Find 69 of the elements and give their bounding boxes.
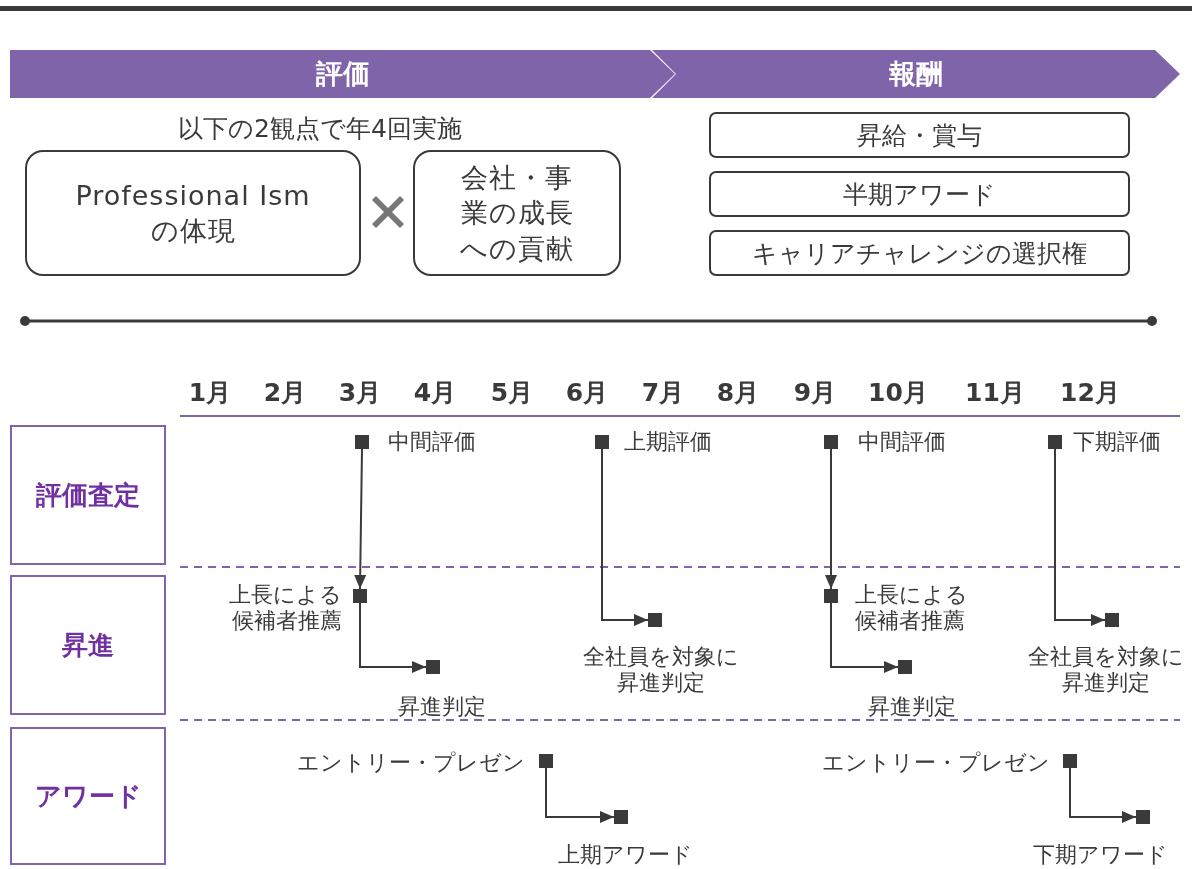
lane-header-box: [10, 727, 166, 865]
milestone-marker: [353, 589, 367, 603]
arrow: [1069, 767, 1137, 823]
arrow: [1054, 448, 1106, 626]
band-title: 報酬: [889, 57, 943, 91]
milestone-marker: [355, 435, 369, 449]
milestone-marker: [614, 810, 628, 824]
month-label: 2月: [263, 377, 307, 409]
milestone-marker: [1136, 810, 1150, 824]
rounded-box: [25, 150, 361, 276]
box-text: 会社・事業の成長への貢献: [459, 161, 575, 266]
milestone-marker: [648, 613, 662, 627]
rounded-box: [709, 230, 1130, 276]
month-label: 8月: [716, 377, 760, 409]
milestone-marker: [824, 435, 838, 449]
month-label: 3月: [338, 377, 382, 409]
event-label: 上長による候補者推薦: [228, 582, 342, 635]
box-text: キャリアチャレンジの選択権: [752, 237, 1087, 270]
milestone-marker: [426, 660, 440, 674]
event-label: 昇進判定: [397, 694, 487, 721]
lane-header-box: [10, 575, 166, 715]
box-text: Professional Ism の体現: [74, 178, 312, 248]
chevron-band: [652, 50, 1180, 98]
chevron-band: [10, 50, 675, 98]
band-title: 評価: [315, 57, 370, 91]
month-label: 1月: [188, 377, 232, 409]
event-label: 全社員を対象に昇進判定: [582, 644, 740, 697]
arrow: [545, 767, 615, 823]
event-label: 昇進判定: [867, 694, 957, 721]
event-label: 上長による候補者推薦: [855, 582, 969, 635]
milestone-marker: [898, 660, 912, 674]
event-label: 全社員を対象に昇進判定: [1027, 644, 1185, 697]
event-label: 中間評価: [858, 429, 946, 456]
arrow: [830, 602, 899, 673]
event-label: エントリー・プレゼン: [297, 750, 525, 777]
arrow: [601, 448, 649, 626]
milestone-marker: [539, 754, 553, 768]
month-label: 5月: [490, 377, 534, 409]
event-label: 下期アワード: [1032, 842, 1170, 869]
event-label: 上期評価: [624, 429, 712, 456]
lane-header-box: [10, 425, 166, 565]
milestone-marker: [824, 589, 838, 603]
event-label: 中間評価: [388, 429, 476, 456]
arrow: [354, 448, 367, 590]
milestone-marker: [1048, 435, 1062, 449]
milestone-marker: [1063, 754, 1077, 768]
event-label: エントリー・プレゼン: [822, 750, 1050, 777]
milestone-marker: [595, 435, 609, 449]
box-text: 昇給・賞与: [857, 119, 982, 152]
rounded-box: [709, 171, 1130, 217]
month-label: 7月: [641, 377, 685, 409]
lane-title: 昇進: [62, 628, 114, 662]
arrow: [359, 602, 427, 673]
rounded-box: [709, 112, 1130, 158]
month-label: 4月: [413, 377, 457, 409]
arrow: [825, 448, 837, 590]
month-label: 11月: [965, 377, 1025, 409]
event-label: 上期アワード: [557, 842, 695, 869]
event-label: 下期評価: [1073, 429, 1161, 456]
rounded-box: [413, 150, 621, 276]
month-label: 9月: [793, 377, 837, 409]
month-label: 6月: [565, 377, 609, 409]
milestone-marker: [1105, 613, 1119, 627]
lane-title: 評価査定: [36, 478, 140, 512]
box-text: 半期アワード: [843, 178, 996, 211]
month-label: 10月: [868, 377, 928, 409]
subtitle-text: 以下の2観点で年4回実施: [178, 113, 462, 145]
lane-title: アワード: [34, 779, 142, 813]
month-label: 12月: [1060, 377, 1120, 409]
